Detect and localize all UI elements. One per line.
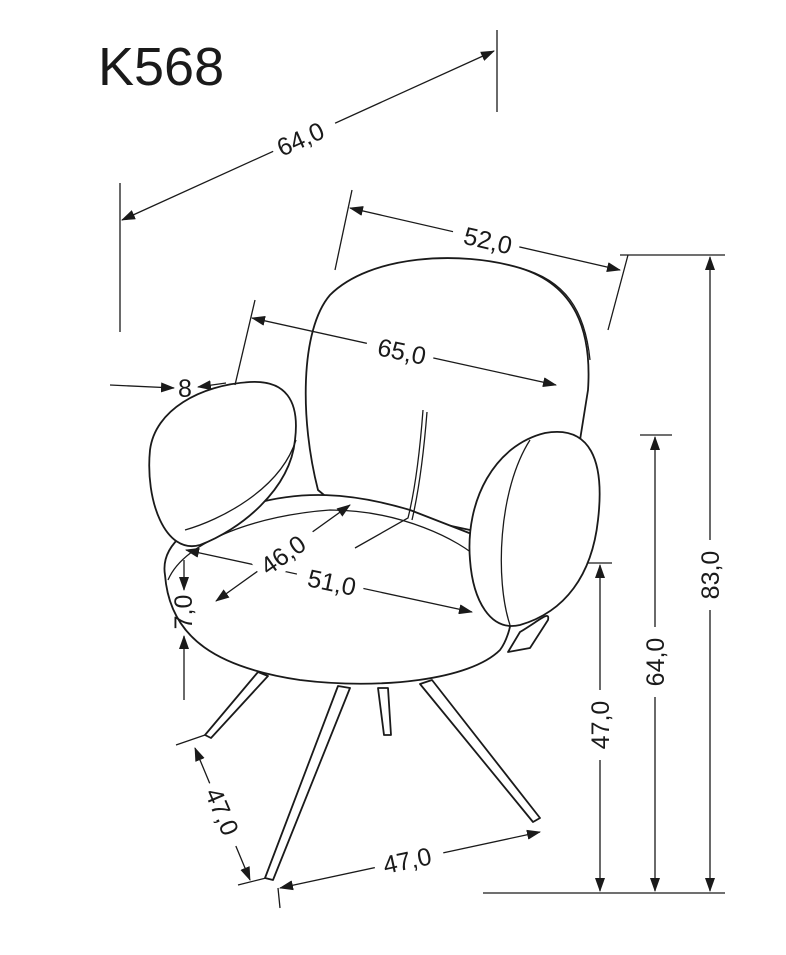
label-base-width: 47,0 xyxy=(381,842,434,880)
label-armrest-width: 8 xyxy=(178,375,192,403)
label-seat-thickness: 7,0 xyxy=(170,595,198,630)
model-title: K568 xyxy=(98,37,224,97)
label-total-height: 83,0 xyxy=(697,551,725,600)
label-seat-height: 47,0 xyxy=(587,701,615,750)
label-back-width: 52,0 xyxy=(461,222,515,260)
label-armrest-height: 64,0 xyxy=(642,638,670,687)
